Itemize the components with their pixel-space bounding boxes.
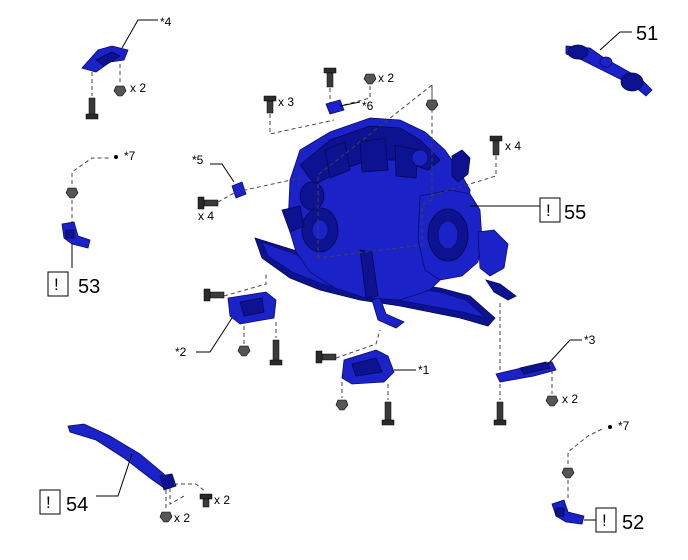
mount-53 [61, 187, 91, 249]
bolt-54 [199, 493, 213, 508]
note-2: *2 [175, 345, 187, 359]
qty-top-nut: x 2 [378, 71, 394, 85]
note-4: *4 [160, 15, 172, 29]
nut-54 [159, 511, 173, 523]
qty-left-bolt: x 4 [198, 209, 214, 223]
note-1: *1 [418, 363, 430, 377]
nut-bracket2 [237, 345, 251, 357]
bracket-5 [231, 181, 247, 199]
long-bolt-bracket3 [493, 401, 507, 426]
bolt-bracket4 [85, 97, 99, 120]
bolt-bracket1-side [315, 350, 337, 364]
qty-bar54-nut: x 2 [174, 511, 190, 525]
callout-54: 54 [66, 494, 88, 516]
link-52 [551, 467, 585, 525]
note-7-left: *7 [124, 149, 136, 163]
bolt-bracket2-side [203, 288, 225, 302]
caution-mark-52: ! [602, 511, 607, 530]
callout-52: 52 [622, 512, 644, 534]
callout-55: 55 [564, 202, 586, 224]
caution-mark-54: ! [46, 493, 51, 512]
caution-box-52 [595, 507, 617, 533]
bracket-1 [341, 349, 395, 385]
top-nut-x2 [363, 73, 377, 85]
qty-bracket4-nut: x 2 [130, 81, 146, 95]
caution-box-55 [539, 197, 561, 223]
top-right-nut [425, 99, 439, 111]
bracket-3 [495, 361, 557, 383]
qty-bracket3-nut: x 2 [562, 392, 578, 406]
nut-bracket3 [545, 395, 559, 407]
bracket-2 [227, 291, 277, 325]
bracket-6 [325, 99, 345, 115]
nut-bracket4 [113, 85, 127, 97]
callout-53: 53 [78, 276, 100, 298]
qty-right-bolt: x 4 [505, 139, 521, 153]
long-bolt-bracket2 [269, 339, 283, 366]
callout-51: 51 [636, 23, 658, 45]
qty-top-bolt: x 3 [278, 95, 294, 109]
qty-bar54-bolt: x 2 [214, 493, 230, 507]
note-7-right: *7 [618, 419, 630, 433]
left-bolt-x4 [197, 196, 219, 210]
caution-box-53 [47, 271, 69, 297]
stabilizer-54 [67, 423, 177, 491]
note-3: *3 [584, 333, 596, 347]
right-bolt-x4 [489, 135, 503, 156]
nut-bracket1 [335, 399, 349, 411]
engine-mount-plane [317, 83, 433, 259]
engine-assembly [254, 117, 517, 329]
note-5: *5 [192, 153, 204, 167]
long-bolt-bracket1 [381, 401, 395, 426]
drive-shaft-51 [565, 44, 653, 97]
top-bolt-single [323, 67, 337, 88]
caution-box-54 [39, 489, 61, 515]
bracket-4 [81, 45, 129, 73]
caution-mark-55: ! [546, 201, 551, 220]
top-bolt-x3 [263, 95, 277, 114]
note-6: *6 [362, 99, 374, 113]
caution-mark-53: ! [54, 275, 59, 294]
